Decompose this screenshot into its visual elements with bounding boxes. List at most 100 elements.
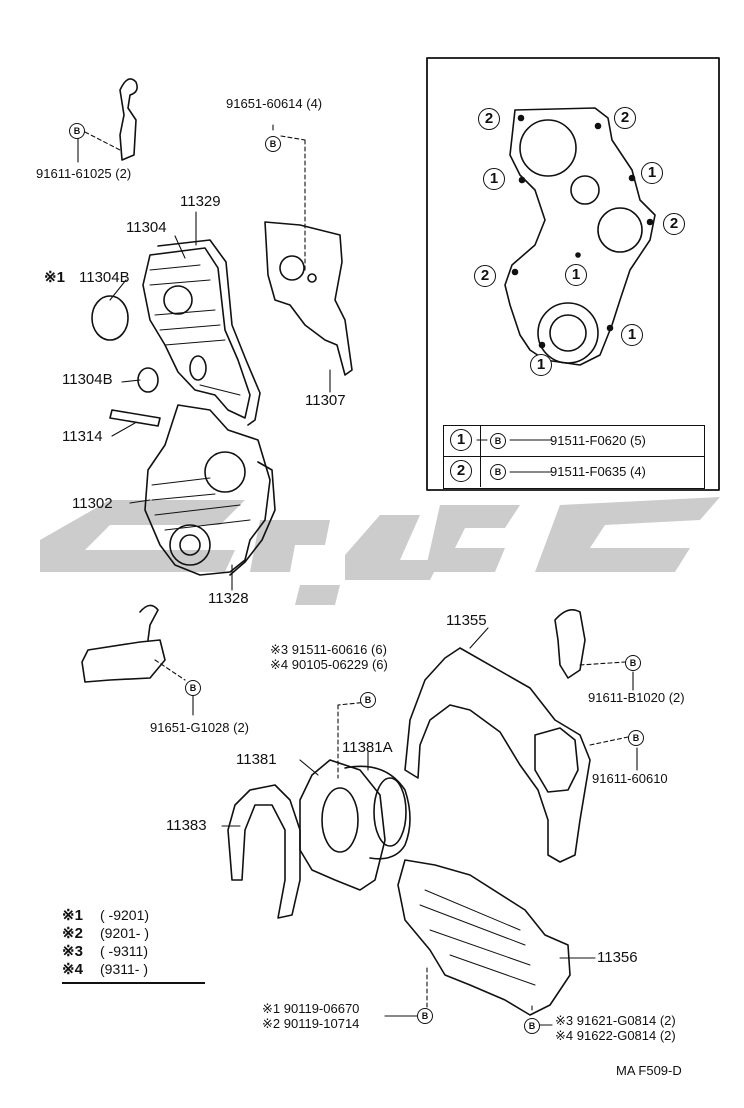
note-key: ※4: [62, 961, 83, 978]
upper-cover-11304: [142, 247, 251, 419]
inset-hole-right: [597, 207, 643, 253]
bolt-marker-icon: B: [490, 433, 506, 449]
note-range: ( -9311): [100, 943, 148, 959]
seal-11381A-face: [373, 777, 407, 847]
inset-bolt-holes: [511, 114, 654, 349]
retainer-11381: [299, 759, 386, 891]
plate-11355-window: [534, 727, 579, 793]
part-label: 91611-60610: [592, 771, 668, 786]
bolt-marker-icon: B: [628, 730, 644, 746]
plate-11307: [264, 221, 353, 376]
upper-cover-hole: [163, 285, 193, 315]
note-key: ※2: [62, 925, 83, 942]
bolt-marker-icon: B: [360, 692, 376, 708]
note-range: (9201- ): [100, 925, 150, 941]
plate-11355: [404, 647, 591, 863]
part-label: 11329: [180, 193, 221, 210]
part-label: 91651-60614 (4): [226, 96, 323, 111]
bolt-marker-icon: B: [185, 680, 201, 696]
part-label: 91651-G1028 (2): [150, 720, 250, 735]
part-label: 11355: [446, 612, 487, 629]
upper-cover-slot: [189, 355, 207, 381]
bolt-spec-part: 91511-F0620 (5): [550, 433, 646, 448]
inset-hole-top: [519, 119, 577, 177]
bolt-spec-row: 1 B 91511-F0620 (5): [444, 426, 704, 457]
cover-11356: [397, 859, 571, 1016]
diagram-code: MA F509-D: [616, 1063, 682, 1078]
bolt-spec-num-cell: [444, 457, 481, 487]
part-label: 91611-B1020 (2): [588, 690, 685, 705]
inset-cover-outline: [504, 107, 656, 366]
part-label: ※2 90119-10714: [262, 1016, 360, 1031]
cover-11356-ribs: [419, 889, 536, 986]
lower-cover-hole-top: [204, 451, 246, 493]
part-label: 11314: [62, 428, 103, 445]
lower-cover-ribs: [151, 477, 251, 531]
plate-11307-bolt: [307, 273, 317, 283]
part-label: 91611-61025 (2): [36, 166, 132, 181]
note-range: (9311- ): [100, 961, 148, 977]
leader-lines: [77, 124, 638, 1026]
part-label: 11302: [72, 495, 113, 512]
lower-cover-seal-inner: [179, 534, 201, 556]
bracket-right: [554, 609, 586, 679]
part-label: 11383: [166, 817, 207, 834]
part-label: 11304: [126, 219, 167, 236]
inset-marker: 1: [530, 354, 552, 376]
part-label: 11381: [236, 751, 277, 768]
inset-marker: 1: [483, 168, 505, 190]
part-label: 11304B: [62, 371, 113, 388]
note-range: ( -9201): [100, 907, 150, 923]
lower-cover-seal: [169, 524, 211, 566]
note-key: ※1: [62, 907, 83, 924]
watermark-logo: [40, 497, 720, 605]
inset-marker: 2: [478, 108, 500, 130]
bolt-marker-icon: B: [417, 1008, 433, 1024]
plug-11304B-large: [91, 295, 129, 341]
inset-marker: 2: [614, 107, 636, 129]
plate-11307-hole: [279, 255, 305, 281]
gasket-11383: [227, 784, 301, 919]
plug-11304B-small: [137, 367, 159, 393]
retainer-bore: [321, 787, 359, 853]
inset-frame: [426, 57, 720, 491]
bracket-top-left: [119, 78, 138, 161]
inset-marker: 1: [565, 264, 587, 286]
part-label: ※4 90105-06229 (6): [270, 657, 388, 672]
bolt-marker-icon: B: [69, 123, 85, 139]
bolt-marker-icon: B: [490, 464, 506, 480]
bolt-spec-part: 91511-F0635 (4): [550, 464, 646, 479]
bolt-spec-num: 2: [450, 460, 472, 482]
inset-seal-outer: [537, 302, 599, 364]
inset-marker: 2: [474, 265, 496, 287]
part-label: 11328: [208, 590, 249, 607]
seal-11381A: [344, 765, 411, 860]
upper-cover-ribs: [149, 264, 241, 396]
inset-marker: 1: [621, 324, 643, 346]
part-label-note-mark: ※1: [44, 269, 65, 286]
legend-rule: [62, 982, 205, 984]
part-label: 11307: [305, 392, 346, 409]
part-label: ※4 91622-G0814 (2): [555, 1028, 676, 1043]
bolt-marker-icon: B: [625, 655, 641, 671]
part-label: 11304B: [79, 269, 130, 286]
bolt-spec-num: 1: [450, 429, 472, 451]
strip-11314: [109, 409, 161, 427]
bolt-marker-icon: B: [265, 136, 281, 152]
gasket-11329: [157, 239, 261, 426]
inset-hole-mid: [570, 175, 600, 205]
bracket-hook: [139, 604, 159, 641]
inset-seal-inner: [549, 314, 587, 352]
inset-marker: 1: [641, 162, 663, 184]
part-label: ※3 91511-60616 (6): [270, 642, 387, 657]
gasket-11328: [229, 461, 276, 576]
part-label: ※1 90119-06670: [262, 1001, 360, 1016]
part-label: 11356: [597, 949, 638, 966]
lower-cover-11302: [144, 404, 271, 576]
part-label: ※3 91621-G0814 (2): [555, 1013, 676, 1028]
bracket-mid-left: [81, 639, 166, 683]
inset-marker: 2: [663, 213, 685, 235]
bolt-spec-table: 1 B 91511-F0620 (5) 2 B 91511-F0635 (4): [443, 425, 705, 489]
bolt-spec-row: 2 B 91511-F0635 (4): [444, 457, 704, 487]
